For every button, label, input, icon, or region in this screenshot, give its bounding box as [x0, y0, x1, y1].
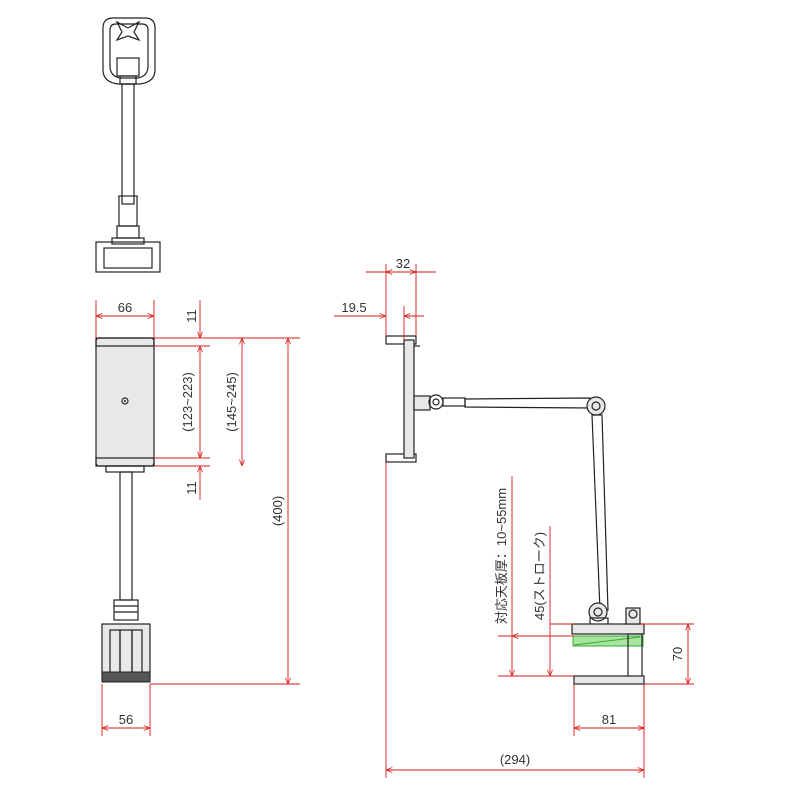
side-view [385, 335, 645, 685]
dim-clamp-width: 56 [119, 712, 133, 727]
dim-inner-range: (123~223) [180, 372, 195, 432]
top-view [95, 17, 161, 273]
side-view-dimensions: 32 19.5 (294) 対応天板厚：10~55mm 45(ストローク) 70… [334, 256, 694, 778]
front-view-dimensions: 66 11 (123~223) (145~245) 11 (400) 56 [95, 300, 300, 736]
dim-side-top-width: 32 [396, 256, 410, 271]
dim-stroke: 45(ストローク) [532, 532, 547, 620]
dim-clamp-base-width: 81 [602, 712, 616, 727]
dim-side-offset: 19.5 [341, 300, 366, 315]
dim-overall-reach: (294) [500, 752, 530, 767]
dim-overall-height: (400) [270, 496, 285, 526]
dim-top-width: 66 [118, 300, 132, 315]
dim-table-thickness: 対応天板厚：10~55mm [494, 488, 509, 624]
dim-bottom-margin: 11 [184, 481, 199, 495]
dim-outer-range: (145~245) [224, 372, 239, 432]
dim-top-margin: 11 [184, 309, 199, 323]
dim-clamp-height: 70 [670, 647, 685, 661]
front-view [95, 337, 155, 683]
